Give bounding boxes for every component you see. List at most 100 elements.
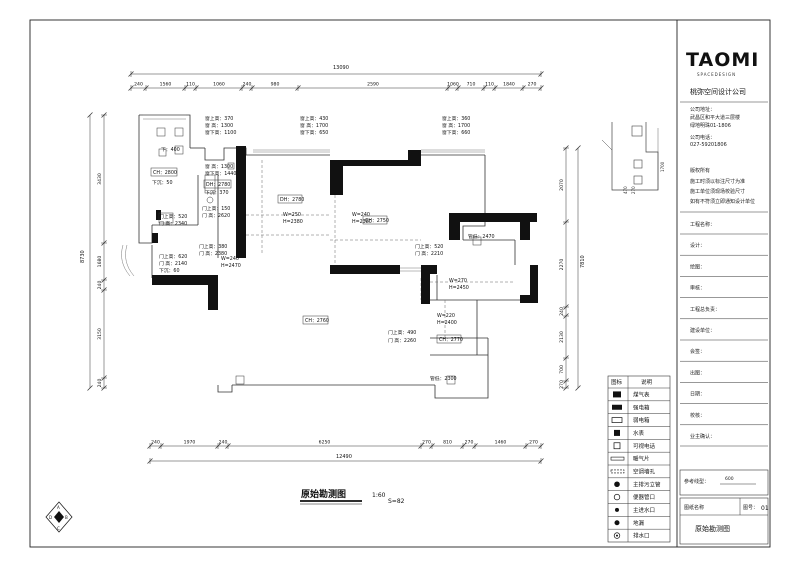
legend-symbol-icon <box>613 442 621 450</box>
title-field-label: 工程名称： <box>690 221 715 228</box>
beam-h2470: H=2470 <box>221 263 241 269</box>
window-label-line: 窗 高：1700 <box>300 122 328 129</box>
drawing-scale: 1:60 <box>372 492 386 499</box>
title-field-label: 日期： <box>690 392 705 398</box>
title-block-fields: 工程名称：设计：绘图：审核：工程总负责：建设单位：会签：出图：日期：校核：业主确… <box>680 221 768 447</box>
bottom-dimension: 270 <box>529 440 538 446</box>
legend-header-desc: 说明 <box>641 378 653 386</box>
title-field-label: 校核： <box>690 412 705 419</box>
center-door-top: 门上高：490 <box>388 329 416 336</box>
legend-item-label: 地漏 <box>633 519 645 527</box>
bottom-dimension: 240 <box>151 440 160 446</box>
window-label-line: 窗下高：650 <box>300 129 328 136</box>
compass-icon: A B C D <box>45 501 73 533</box>
beam-h2380: H=2380 <box>283 219 303 225</box>
legend-item-label: 弱电箱 <box>633 416 650 424</box>
bottom-total-dimension: 12490 <box>336 454 352 460</box>
legend-item-label: 强电箱 <box>633 403 650 411</box>
top-dimension: 1060 <box>213 82 225 88</box>
beam-w240-mid: W=240 <box>352 212 370 218</box>
mid-door-top: 门上高：380 <box>199 243 227 250</box>
beam-h2400: H=2400 <box>437 320 457 326</box>
pipe-2300-label: 管低：2300 <box>430 375 457 382</box>
floor-plan: 下：400 CH：2800 下沉：50 窗 高：1300 窗下高：1440 DH… <box>121 114 538 399</box>
window-label-line: 窗上高：370 <box>205 115 233 122</box>
detail-dim-470: 470 <box>623 186 628 194</box>
reference-linetype-label: 参考线型： <box>684 478 709 485</box>
sheet-number: 01 <box>761 505 769 512</box>
bath-door-height: 门 高：2620 <box>202 212 230 219</box>
bottom-dimension: 6250 <box>319 440 331 446</box>
top-total-dimension: 13090 <box>333 65 349 71</box>
legend: 图标 说明 煤气表强电箱弱电箱水表可视电话暖气片空调墙孔主排污立管便器管口主进水… <box>607 375 671 543</box>
address-line-2: 绿地明珠01-1806 <box>690 122 731 129</box>
title-field-label: 审核： <box>690 285 705 292</box>
right-door-top: 门上高：520 <box>415 243 443 250</box>
beam-h2450: H=2450 <box>449 285 469 291</box>
title-field-label: 绘图： <box>690 263 705 270</box>
legend-item-label: 空调墙孔 <box>633 467 656 475</box>
svg-text:D: D <box>49 515 52 520</box>
legend-item-label: 煤气表 <box>633 390 650 398</box>
window-bath-sill: 窗下高：1440 <box>205 170 236 177</box>
right-dimension: 2130 <box>559 331 565 343</box>
title-field-label: 工程总负责： <box>690 306 720 313</box>
legend-item-label: 主排污立管 <box>633 480 661 488</box>
sheet-name-label: 图纸名称 <box>684 504 704 511</box>
left-dimension: 3150 <box>97 328 103 340</box>
left-door-top: 门上高：620 <box>159 253 187 260</box>
title-field-label: 出图： <box>690 369 705 376</box>
legend-item-label: 暖气片 <box>633 455 650 463</box>
top-dimension: 710 <box>467 82 476 88</box>
top-dimension: 110 <box>485 82 494 88</box>
logo-subtitle: SPACEDESIGN <box>697 72 736 77</box>
window-label-line: 窗下高：660 <box>442 129 470 136</box>
dining-ch-label: CH：2750 <box>365 218 389 224</box>
legend-symbol-icon <box>614 481 620 488</box>
top-dimension: 240 <box>134 82 143 88</box>
legend-symbol-icon <box>613 493 621 501</box>
title-field-label: 会签： <box>690 348 705 355</box>
mid-door-height: 门 高：2380 <box>199 250 227 257</box>
left-door-height: 门 高：2140 <box>159 260 187 267</box>
company-name: 桃弥空间设计公司 <box>690 87 746 96</box>
kitchen-sink-label: 下沉：50 <box>152 179 173 186</box>
window-label-line: 窗 高：1700 <box>442 122 470 129</box>
drawing-title-block: 原始勘测图 1:60 S=82 <box>300 488 405 505</box>
bottom-dimension: 810 <box>443 440 452 446</box>
corridor-ch-label: CH：2770 <box>439 337 463 343</box>
detail-dim-1700: 1700 <box>660 161 665 172</box>
legend-symbol-icon <box>610 469 625 474</box>
center-door-height: 门 高：2260 <box>388 337 416 344</box>
window-bath-height: 窗 高：1300 <box>205 163 233 170</box>
beam-w240-h2470: W=240 <box>221 256 239 262</box>
svg-text:C: C <box>57 526 60 531</box>
bottom-dimension: 270 <box>422 440 431 446</box>
top-dimension: 270 <box>528 82 537 88</box>
kitchen-door-height: 门 高：2340 <box>159 220 187 227</box>
top-dimension: 1840 <box>503 82 515 88</box>
svg-text:A: A <box>57 505 60 510</box>
legend-item-label: 排水口 <box>633 532 650 540</box>
title-block: TAOMI SPACEDESIGN 桃弥空间设计公司 公司地址： 武昌区和平大道… <box>679 49 769 545</box>
top-dimension: 240 <box>243 82 252 88</box>
detail-dim-270: 270 <box>631 186 636 194</box>
legend-symbol-icon <box>610 456 625 461</box>
left-dimension: 3430 <box>97 173 103 185</box>
window-label-line: 窗 高：1300 <box>205 122 233 129</box>
drawing-title: 原始勘测图 <box>301 488 346 500</box>
beam-h2380-mid: H=2380 <box>352 219 372 225</box>
top-dimension: 1560 <box>160 82 172 88</box>
bath-sink-label: 下沉：370 <box>205 189 229 196</box>
phone-number: 027-59201806 <box>690 142 727 148</box>
logo: TAOMI <box>686 49 759 71</box>
detail-sketch: 1700 470 270 <box>601 122 665 194</box>
beam-w250: W=250 <box>283 212 301 218</box>
left-dimension: 1680 <box>97 256 103 268</box>
legend-symbol-icon <box>613 391 621 398</box>
title-field-label: 业主确认： <box>690 433 715 440</box>
legend-item-label: 可视电话 <box>633 442 656 450</box>
beam-w270: W=270 <box>449 278 467 284</box>
